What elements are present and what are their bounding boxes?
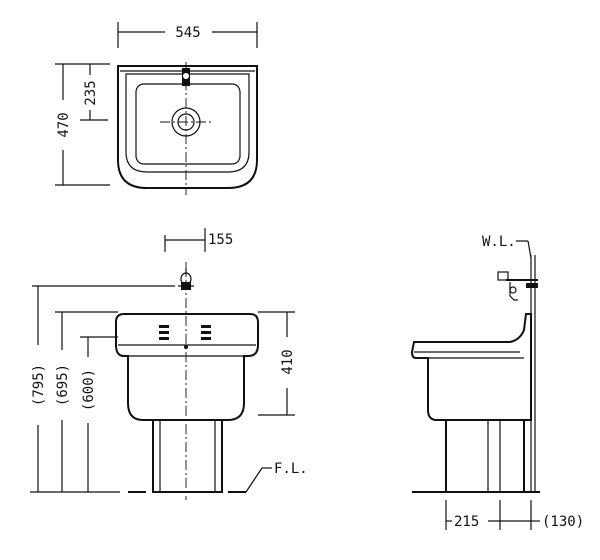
top-faucet	[182, 68, 190, 86]
side-basin	[410, 313, 532, 421]
dimension-top-drain: 235	[80, 64, 108, 121]
dim-text-545: 545	[175, 25, 200, 41]
top-view: 545 470 235	[55, 22, 258, 195]
front-basin	[115, 313, 259, 421]
dimension-front-695: (695)	[55, 311, 118, 492]
front-view: 155 (795) (695) (600) 410	[30, 228, 308, 500]
dimension-front-tap: 155	[164, 228, 233, 252]
dimension-front-795: (795)	[31, 285, 175, 492]
floor-line-label: F.L.	[245, 461, 308, 493]
side-view: W.L. 21	[410, 234, 584, 530]
fl-text: F.L.	[274, 461, 308, 477]
dim-text-130: (130)	[542, 514, 584, 530]
top-basin-inner	[125, 73, 250, 173]
water-line-label: W.L.	[482, 234, 532, 259]
dim-text-235: 235	[83, 80, 99, 105]
side-faucet	[497, 271, 538, 301]
side-pedestal	[445, 419, 525, 493]
wl-text: W.L.	[482, 234, 516, 250]
dim-text-410: 410	[280, 349, 296, 374]
top-bowl	[135, 83, 241, 165]
dim-text-695: (695)	[55, 364, 71, 406]
dim-text-155: 155	[208, 232, 233, 248]
dim-text-470: 470	[56, 112, 72, 137]
top-basin-outline	[117, 65, 258, 189]
overflow-marks	[159, 325, 211, 340]
dimension-top-depth: 470	[55, 63, 110, 186]
dimension-front-410: 410	[258, 311, 296, 416]
front-pedestal	[152, 419, 223, 493]
dim-text-600: (600)	[81, 369, 97, 411]
dim-text-215: 215	[454, 514, 479, 530]
dimension-front-600: (600)	[80, 336, 118, 492]
dimension-top-width: 545	[117, 22, 258, 48]
dim-text-795: (795)	[31, 364, 47, 406]
dimension-side-bottom: 215 (130)	[445, 500, 584, 530]
